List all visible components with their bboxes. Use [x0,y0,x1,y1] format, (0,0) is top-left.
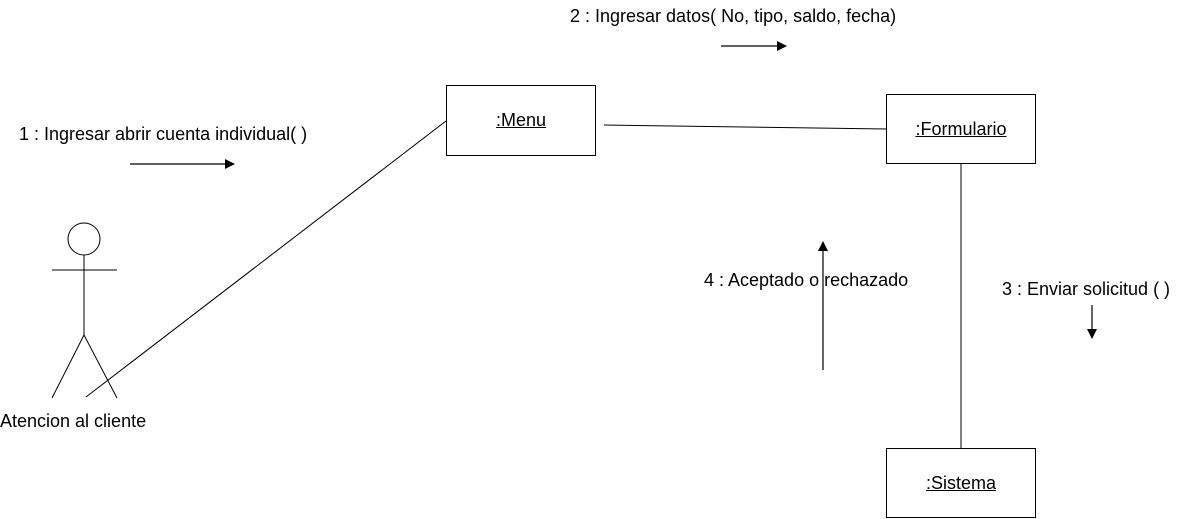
object-menu[interactable]: :Menu [446,85,596,156]
message-1-label: 1 : Ingresar abrir cuenta individual( ) [19,124,308,144]
object-menu-label: :Menu [495,110,547,130]
link-menu-formulario [603,124,887,130]
actor-label: Atencion al cliente [0,411,147,431]
message-4-label: 4 : Aceptado o rechazado [704,270,909,290]
actor-head [67,222,101,256]
message-2-label: 2 : Ingresar datos( No, tipo, saldo, fec… [570,6,897,26]
actor-left-leg [51,334,85,399]
object-sistema-label: :Sistema [925,472,997,493]
actor-right-leg [83,334,118,399]
object-formulario[interactable]: :Formulario [886,94,1036,164]
object-formulario-label: :Formulario [915,118,1007,139]
link-actor-menu [85,120,447,398]
object-sistema[interactable]: :Sistema [886,448,1036,518]
actor-figure [51,222,118,399]
message-3-label: 3 : Enviar solicitud ( ) [1002,279,1171,299]
